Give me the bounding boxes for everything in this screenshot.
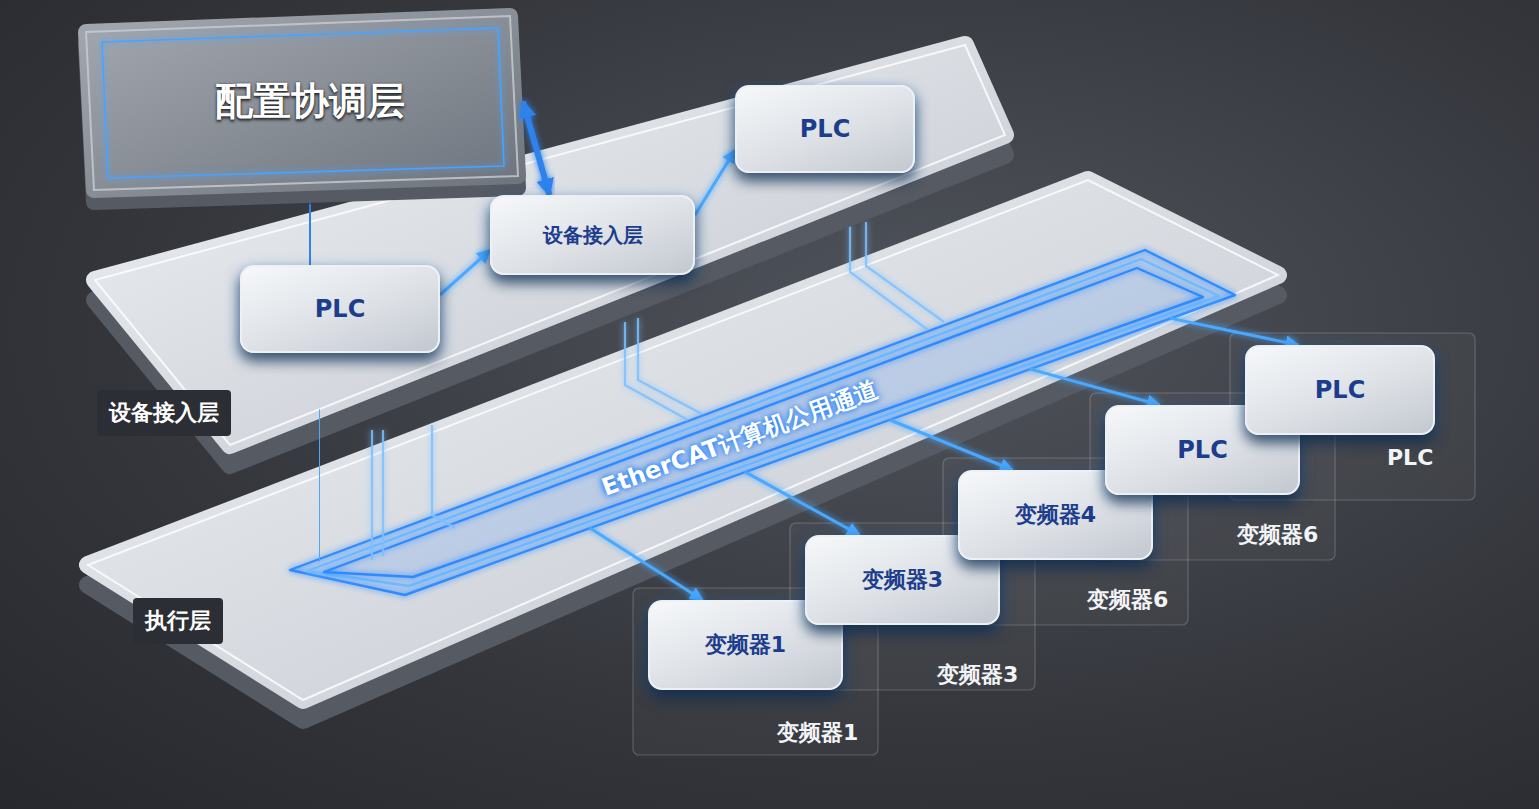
pipe: [866, 222, 944, 322]
pipe: [638, 318, 702, 414]
box-label: 设备接入层: [543, 223, 643, 247]
double-arrow: [307, 205, 313, 265]
access-box: 设备接入层: [490, 195, 695, 275]
pipe: [625, 322, 688, 420]
pipe: [382, 430, 384, 556]
device-caption: 变频器6: [1237, 522, 1318, 548]
device-caption: 变频器3: [937, 662, 1018, 688]
text-holder: PLC: [1247, 347, 1433, 433]
flow-arrow: [318, 410, 321, 561]
pipe: [432, 425, 455, 528]
platform-top: [86, 16, 518, 190]
box-label: 变频器3: [862, 567, 943, 593]
text-holder: 变频器6: [1237, 522, 1318, 548]
inner-glow-line: [102, 28, 504, 178]
channel-line: [307, 259, 1219, 586]
flow-arrow: [1030, 369, 1160, 405]
channel-band: [290, 250, 1235, 595]
channel-line: [324, 268, 1203, 577]
layer-label: 配置协调层: [215, 79, 405, 125]
layer-label: EtherCAT计算机公用通道: [598, 376, 882, 503]
text-holder: 变频器1: [777, 720, 858, 746]
box-label: PLC: [1315, 376, 1366, 405]
device-caption: PLC: [1387, 445, 1433, 471]
platform-top: [88, 180, 1278, 700]
text-holder: EtherCAT计算机公用通道: [594, 425, 886, 454]
layer-label: 设备接入层: [97, 390, 231, 436]
platform-side: [86, 28, 518, 202]
flow-arrow: [695, 150, 735, 215]
plc-box: PLC: [240, 265, 440, 353]
double-arrow: [523, 102, 549, 195]
box-label: PLC: [315, 295, 366, 324]
text-holder: 变频器3: [937, 662, 1018, 688]
text-holder: 设备接入层: [492, 197, 693, 273]
flow-arrow: [745, 472, 860, 535]
box-label: 变频器1: [705, 632, 786, 658]
platform-edge: [86, 16, 518, 190]
box-label: PLC: [1177, 436, 1228, 465]
plc-box: PLCPLC: [1245, 345, 1435, 435]
device-caption: 变频器1: [777, 720, 858, 746]
pipe: [850, 225, 928, 330]
box-label: 变频器4: [1015, 502, 1096, 528]
channel-line: [290, 250, 1235, 595]
text-holder: PLC: [242, 267, 438, 351]
pipe: [371, 430, 373, 560]
flow-arrow: [890, 420, 1012, 470]
text-holder: 变频器6: [1087, 587, 1168, 613]
platform-edge: [88, 180, 1278, 700]
flow-arrow: [590, 528, 703, 600]
text-holder: 配置协调层: [215, 79, 405, 125]
plc-box: PLC: [735, 85, 915, 173]
text-holder: 执行层: [133, 598, 223, 644]
platform-side: [88, 200, 1278, 720]
flow-arrow: [1170, 318, 1298, 345]
layer-label: 执行层: [133, 598, 223, 644]
box-label: PLC: [800, 115, 851, 144]
flow-arrow: [440, 250, 490, 295]
text-holder: PLC: [1387, 445, 1433, 471]
text-holder: PLC: [737, 87, 913, 171]
text-holder: 设备接入层: [97, 390, 231, 436]
layer-slab: 配置协调层: [78, 10, 523, 205]
device-caption: 变频器6: [1087, 587, 1168, 613]
